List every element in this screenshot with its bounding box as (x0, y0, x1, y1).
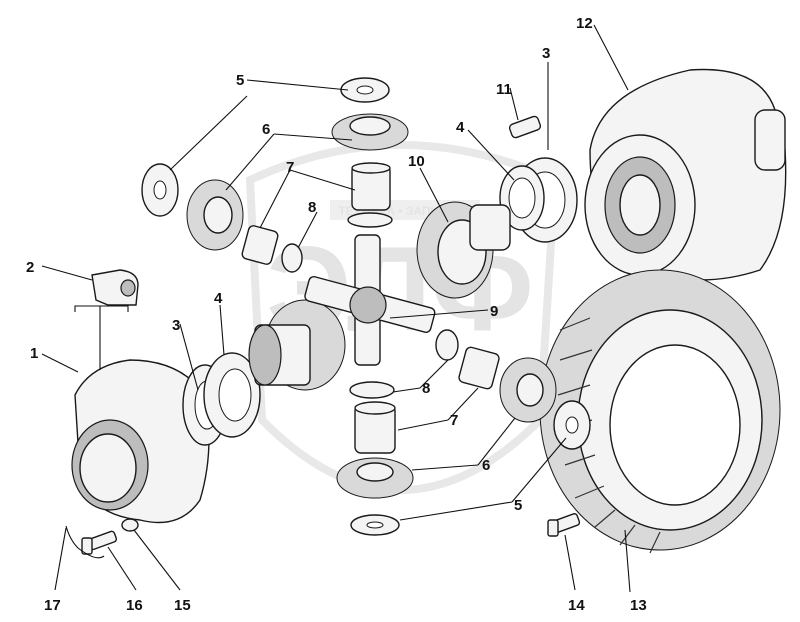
washer-bottom-part-8 (349, 381, 395, 399)
callout-4-right: 4 (456, 119, 465, 136)
side-gear-left-hub (248, 299, 346, 391)
callout-10: 10 (408, 153, 425, 170)
washer-right-part-8 (435, 329, 459, 361)
callout-5-bottom: 5 (514, 497, 522, 514)
callout-9: 9 (490, 303, 498, 320)
fitting-part-2 (91, 269, 139, 306)
callout-4-left: 4 (214, 290, 223, 307)
pinion-bottom-part-6 (336, 457, 414, 499)
callout-13: 13 (630, 597, 647, 614)
lock-washer-part-15 (121, 518, 139, 532)
pinion-left-part-6 (186, 179, 244, 251)
callout-3-right: 3 (542, 45, 550, 62)
bearing-bottom-part-7 (354, 401, 396, 454)
callout-labels: 1 2 3 3 4 4 5 5 6 6 7 7 8 8 9 10 11 12 1… (26, 15, 647, 614)
leader-lines (41, 24, 631, 593)
gear-part-10 (416, 201, 511, 299)
callout-5-top: 5 (236, 72, 244, 89)
callout-12: 12 (576, 15, 593, 32)
callout-6-top: 6 (262, 121, 270, 138)
spider-part-9 (304, 234, 436, 366)
case-half-part-12 (584, 68, 787, 281)
callout-2: 2 (26, 259, 34, 276)
group-bracket (74, 305, 129, 312)
ring-gear-part-13 (539, 269, 781, 554)
sph-washer-bottom-part-5 (350, 514, 400, 536)
sph-washer-left-part-5 (141, 163, 179, 217)
washer-left-part-4 (203, 352, 261, 438)
pin-part-11 (508, 115, 542, 139)
bearing-left-part-7 (241, 225, 279, 265)
washer-right-part-4 (499, 165, 545, 231)
callout-15: 15 (174, 597, 191, 614)
callout-3-left: 3 (172, 317, 180, 334)
callout-7-top: 7 (286, 159, 294, 176)
bearing-top-part-7 (351, 162, 391, 211)
pinion-right-part-6 (499, 357, 557, 423)
callout-17: 17 (44, 597, 61, 614)
callout-6-bottom: 6 (482, 457, 490, 474)
sph-washer-top-part-5 (340, 77, 390, 103)
callout-11: 11 (496, 81, 512, 98)
washer-left-part-8 (281, 243, 303, 273)
bolt-part-14 (547, 513, 581, 537)
callout-1: 1 (30, 345, 38, 362)
pinion-top-part-6 (331, 113, 409, 151)
callout-14: 14 (568, 597, 585, 614)
callout-8-bottom: 8 (422, 380, 430, 397)
callout-16: 16 (126, 597, 143, 614)
sph-washer-right-part-5 (553, 400, 591, 450)
washer-top-part-8 (347, 212, 393, 228)
callout-7-bottom: 7 (450, 412, 458, 429)
lock-wire-part-17 (65, 525, 105, 559)
bolt-part-16 (81, 530, 118, 555)
case-half-part-1 (71, 359, 210, 524)
bearing-right-part-7 (458, 346, 500, 390)
callout-8-top: 8 (308, 199, 316, 216)
